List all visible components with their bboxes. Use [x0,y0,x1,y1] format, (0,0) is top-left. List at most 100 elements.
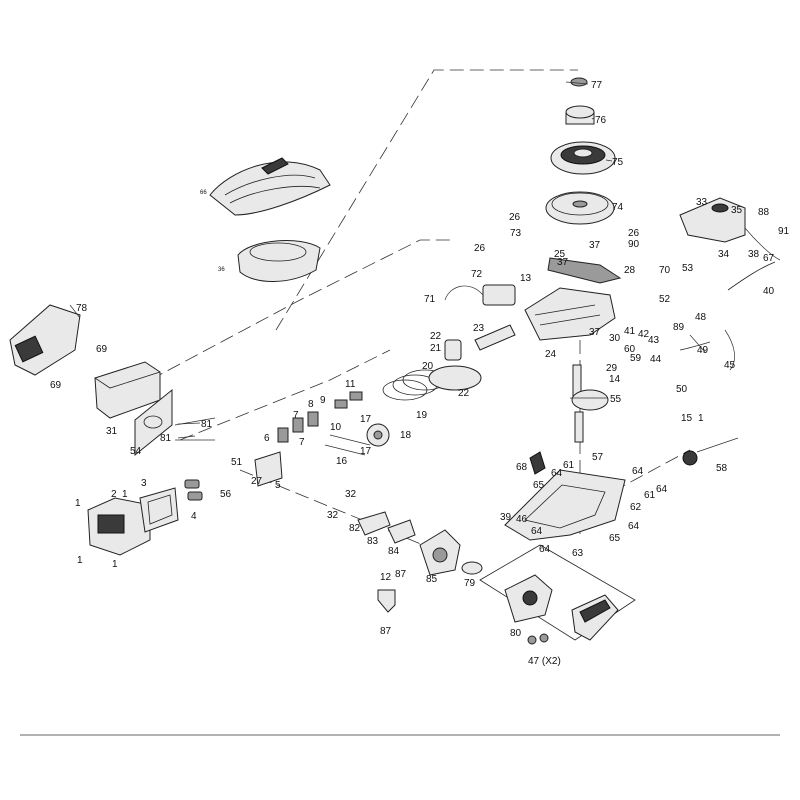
callout-34: 34 [718,249,730,260]
callout-40: 40 [763,286,775,297]
callout-64-c: 64 [656,484,668,495]
callout-62: 62 [630,502,642,513]
callout-65-a: 65 [533,480,545,491]
muffler-panel [479,544,636,641]
callout-22-a: 22 [430,331,442,342]
fan-part [550,141,616,175]
callout-1-b: 1 [75,498,81,509]
callout-61-a: 61 [563,460,575,471]
air-filter-gasket-part [134,388,173,457]
callout-37-c: 37 [589,327,601,338]
governor-part [682,437,739,466]
callout-55: 55 [610,394,622,405]
callout-57: 57 [592,452,604,463]
callout-15: 15 [681,413,693,424]
callout-48: 48 [695,312,707,323]
callout-87-b: 87 [380,626,392,637]
callout-26-b: 26 [474,243,486,254]
muffler-body-part [504,574,553,623]
callout-83: 83 [367,536,379,547]
fuel-elbow-part [377,589,396,613]
callout-67: 67 [763,253,775,264]
engine-cover-part [209,157,331,216]
callout-50: 50 [676,384,688,395]
callout-82: 82 [349,523,361,534]
callout-75: 75 [612,157,624,168]
callout-45: 45 [724,360,736,371]
callout-79: 79 [464,578,476,589]
callout-20: 20 [422,361,434,372]
carb-gasket-part [461,561,483,575]
rocker-arms-part [334,391,363,409]
callout-53: 53 [682,263,694,274]
callout-64-d: 64 [628,521,640,532]
callout-88: 88 [758,207,770,218]
callout-64-b: 64 [632,466,644,477]
callout-26-a: 26 [509,212,521,223]
valve-cover-gasket-part [139,487,179,533]
callout-22-b: 22 [458,388,470,399]
callout-61-b: 61 [644,490,656,501]
callout-21: 21 [430,343,442,354]
callout-77: 77 [591,80,603,91]
callout-80: 80 [510,628,522,639]
callout-81-a: 81 [201,419,213,430]
callout-65-b: 65 [609,533,621,544]
callout-35: 35 [731,205,743,216]
crankcase-part [524,257,622,341]
callout-29: 29 [606,363,618,374]
callout-46: 46 [516,514,528,525]
callout-33: 33 [696,197,708,208]
assembly-axis-flywheel [275,69,578,331]
callout-24: 24 [545,349,557,360]
callout-25: 25 [554,249,566,260]
callout-19: 19 [416,410,428,421]
callout-72: 72 [471,269,483,280]
callout-2: 2 [111,489,117,500]
callout-64-f: 64 [539,544,551,555]
callout-64-e: 64 [531,526,543,537]
callout-36: 36 [218,267,225,273]
callout-18: 18 [400,430,412,441]
intake-gasket-part [357,511,416,544]
callout-51: 51 [231,457,243,468]
callout-59: 59 [630,353,642,364]
oil-pan-part [504,469,626,541]
callout-26-c: 26 [628,228,640,239]
flywheel-nut-part [570,77,588,87]
callout-23: 23 [473,323,485,334]
callout-32-a: 32 [345,489,357,500]
valve-cover-part [87,497,151,556]
assembly-axis-left [179,349,391,441]
callout-87-a: 87 [395,569,407,580]
callout-1-d: 1 [112,559,118,570]
callout-41: 41 [624,326,636,337]
callout-32-b: 32 [327,510,339,521]
callout-39: 39 [500,512,512,523]
callout-4: 4 [191,511,197,522]
callout-78: 78 [76,303,88,314]
callout-84: 84 [388,546,400,557]
callout-9: 9 [320,395,326,406]
callout-6: 6 [264,433,270,444]
valve-springs-part [277,411,319,443]
muffler-nuts-part [527,633,549,645]
head-plate-part [254,451,283,487]
callout-8: 8 [308,399,314,410]
callout-3: 3 [141,478,147,489]
callout-91: 91 [778,226,790,237]
callout-58: 58 [716,463,728,474]
callout-49: 49 [697,345,709,356]
callout-1-gov: 1 [698,413,704,424]
callout-30: 30 [609,333,621,344]
callout-5: 5 [275,480,281,491]
callout-70: 70 [659,265,671,276]
callout-74: 74 [612,202,624,213]
callout-60: 60 [624,344,636,355]
callout-17-a: 17 [360,414,372,425]
push-rods-part [174,417,371,456]
callout-73: 73 [510,228,522,239]
callout-17-b: 17 [360,446,372,457]
callout-13: 13 [520,273,532,284]
